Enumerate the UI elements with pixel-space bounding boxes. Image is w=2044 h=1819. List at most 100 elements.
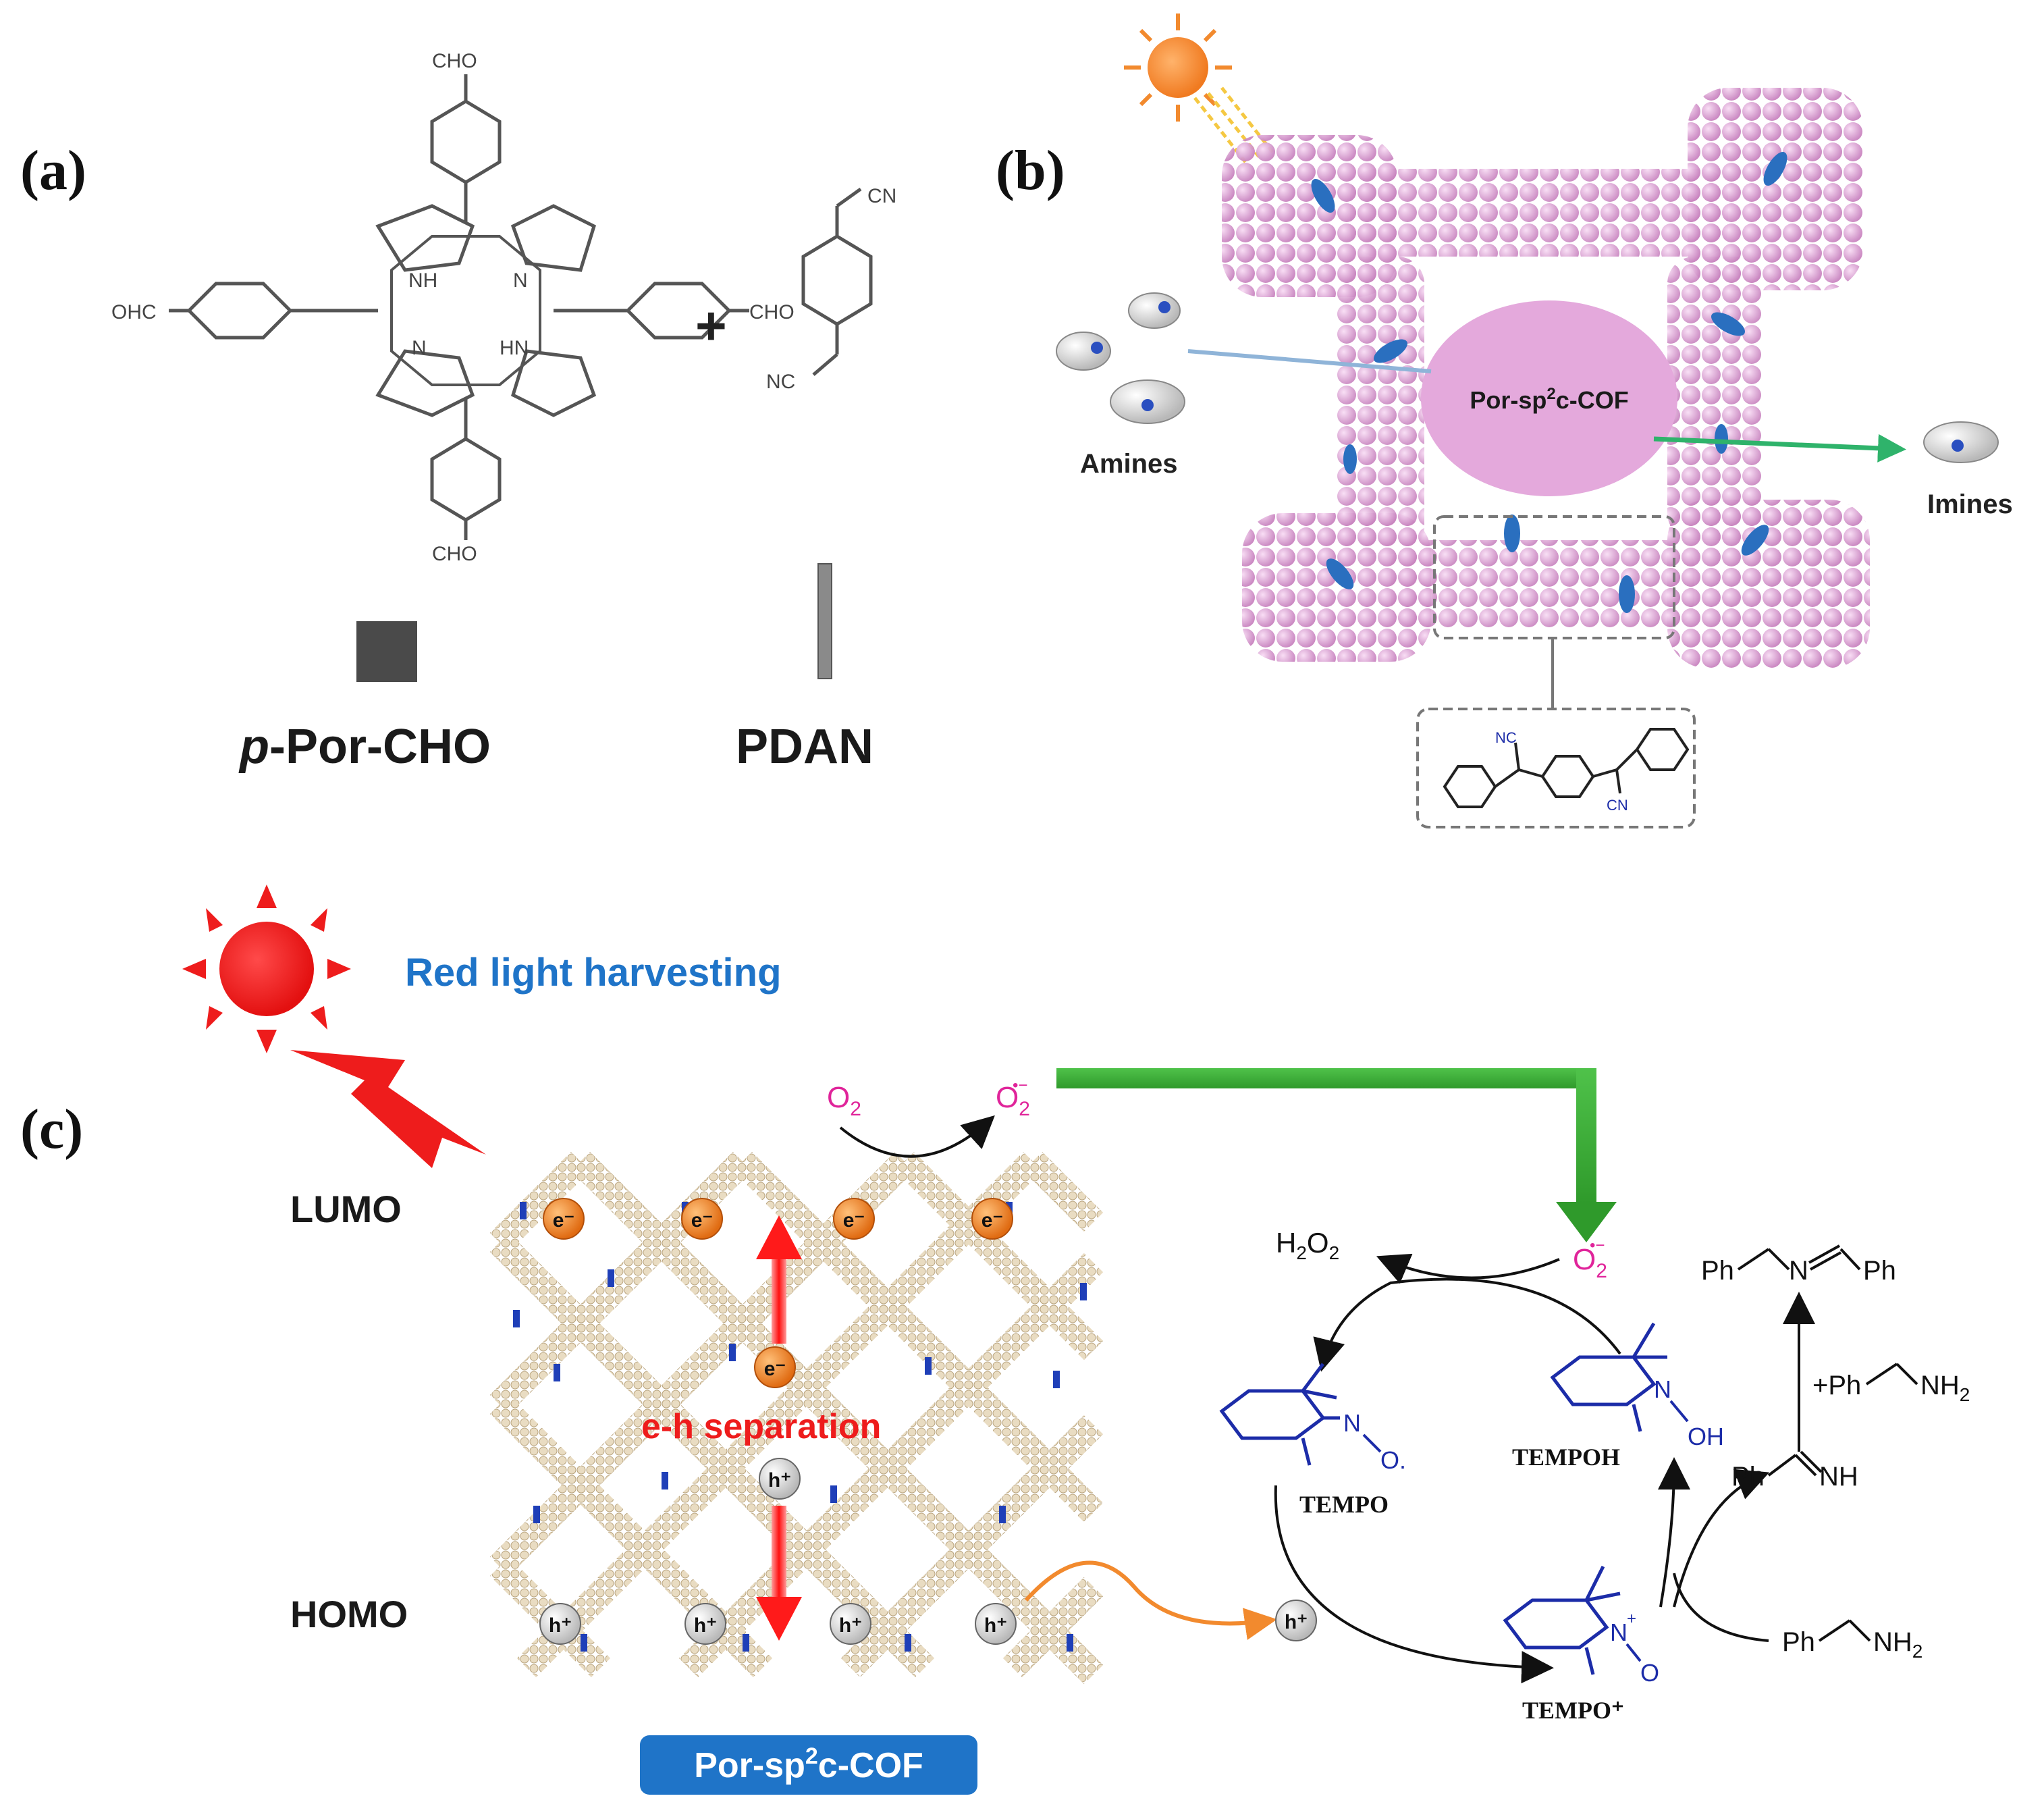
hn-bottom-label: HN xyxy=(500,337,529,359)
electron-row: e⁻ e⁻ e⁻ e⁻ e⁻ xyxy=(543,1198,1013,1388)
plus-sign: + xyxy=(695,296,727,356)
panel-b-label: (b) xyxy=(996,139,1065,202)
electron-icon: e⁻ xyxy=(754,1346,796,1388)
hole-transfer-arrow xyxy=(1024,1560,1277,1640)
svg-text:e⁻: e⁻ xyxy=(691,1209,714,1232)
svg-text:e⁻: e⁻ xyxy=(764,1358,786,1380)
tempo-plus-label: TEMPO⁺ xyxy=(1522,1697,1624,1724)
tempo-plus-charge: + xyxy=(1627,1610,1636,1628)
amine-input-arrow xyxy=(1673,1573,1769,1642)
separation-arrows xyxy=(756,1215,802,1641)
pdan-structure xyxy=(801,187,873,376)
electron-icon: e⁻ xyxy=(543,1198,585,1240)
intermediate-nh: NH xyxy=(1819,1462,1858,1492)
hole-icon: h⁺ xyxy=(830,1603,871,1645)
svg-text:h⁺: h⁺ xyxy=(549,1614,572,1637)
added-amine-bond-1 xyxy=(1865,1363,1898,1386)
tempoh-n-label: N xyxy=(1654,1375,1671,1403)
hole-icon: h⁺ xyxy=(975,1603,1017,1645)
imines-label: Imines xyxy=(1927,490,2013,519)
tempoh-oh-label: OH xyxy=(1688,1423,1724,1450)
benzylamine-bond-2 xyxy=(1848,1619,1871,1642)
svg-text:h⁺: h⁺ xyxy=(768,1469,791,1492)
tempo-plus-o-label: O xyxy=(1640,1659,1659,1687)
hole-icon: h⁺ xyxy=(539,1603,581,1645)
imine-product-ph-right: Ph xyxy=(1863,1256,1896,1286)
svg-text:e⁻: e⁻ xyxy=(553,1209,575,1232)
lumo-label: LUMO xyxy=(290,1188,402,1230)
tempo-plus-structure xyxy=(1503,1565,1621,1675)
amine-molecules xyxy=(1056,292,1185,424)
lightning-bolt-icon xyxy=(290,1050,486,1168)
svg-text:e⁻: e⁻ xyxy=(981,1209,1004,1232)
square-building-block-icon xyxy=(356,621,417,682)
linear-linker-icon xyxy=(817,563,832,679)
electron-icon: e⁻ xyxy=(833,1198,875,1240)
cof-badge-label: Por-sp2c-COF xyxy=(694,1743,923,1785)
svg-text:h⁺: h⁺ xyxy=(984,1614,1007,1637)
cycle-arc-top xyxy=(1313,1277,1621,1372)
imine-bond-3 xyxy=(1839,1248,1861,1271)
nh-top-label: NH xyxy=(408,269,437,292)
separation-label: e-h separation xyxy=(641,1407,881,1446)
superoxide-top-charge: •− xyxy=(1013,1076,1027,1095)
h2o2-label: H2O2 xyxy=(1276,1227,1339,1263)
imine-bond-1 xyxy=(1737,1248,1770,1271)
pore-cof-label: Por-sp2c-COF xyxy=(1470,385,1628,414)
pore-ellipse xyxy=(1421,300,1677,496)
h2o2-arrow xyxy=(1376,1253,1560,1284)
cycle-arc-bottom xyxy=(1274,1485,1554,1684)
superoxide-cycle-charge: •− xyxy=(1590,1236,1605,1255)
imine-exit-arrow xyxy=(1653,433,1906,463)
intermediate-double-a xyxy=(1794,1454,1817,1477)
imine-bond-2 xyxy=(1767,1248,1790,1271)
panel-a-label: (a) xyxy=(20,139,86,202)
inset-structure xyxy=(1443,728,1690,808)
cho-right-label: CHO xyxy=(749,301,795,323)
amine-entry-line xyxy=(1187,349,1432,373)
tempoh-structure xyxy=(1550,1322,1667,1432)
monomer2-name: PDAN xyxy=(736,720,873,774)
benzylamine-ph: Ph xyxy=(1782,1627,1815,1657)
added-amine-nh2: NH2 xyxy=(1920,1371,1970,1405)
imine-product-n: N xyxy=(1789,1256,1808,1286)
cof-lattice xyxy=(489,1151,1104,1685)
benzylamine-nh2: NH2 xyxy=(1873,1627,1922,1662)
svg-text:h⁺: h⁺ xyxy=(839,1614,862,1637)
tempo-plus-double-bond xyxy=(1625,1643,1642,1662)
intermediate-bond xyxy=(1767,1454,1797,1477)
inset-nc-label: NC xyxy=(1495,729,1517,746)
cn-top-label: CN xyxy=(867,185,896,207)
panel-b: (b) xyxy=(996,14,2013,828)
electron-icon: e⁻ xyxy=(971,1198,1013,1240)
svg-text:e⁻: e⁻ xyxy=(843,1209,865,1232)
red-sun-icon xyxy=(182,885,351,1053)
tempo-n-label: N xyxy=(1343,1409,1361,1437)
inset-box xyxy=(1416,708,1696,828)
hole-row: h⁺ h⁺ h⁺ h⁺ h⁺ xyxy=(539,1458,1017,1645)
intermediate-double-b xyxy=(1800,1450,1823,1473)
monomer1-name: p-Por-CHO xyxy=(238,720,491,774)
inset-cn-label: CN xyxy=(1607,797,1628,814)
tempo-plus-n-label: N xyxy=(1610,1618,1628,1646)
panel-a: (a) CHO xyxy=(20,50,896,774)
cho-top-label: CHO xyxy=(432,50,477,72)
porphyrin-structure xyxy=(169,74,749,540)
superoxide-top-label: O2 xyxy=(996,1081,1030,1120)
imine-formation-arrow xyxy=(1673,1469,1770,1608)
tempoh-no-bond xyxy=(1669,1400,1689,1423)
benzylamine-bond-1 xyxy=(1818,1619,1851,1642)
svg-text:h⁺: h⁺ xyxy=(1285,1611,1308,1633)
green-transfer-arrow xyxy=(1056,1068,1617,1242)
amines-label: Amines xyxy=(1080,449,1178,479)
imine-double-bond-a xyxy=(1808,1244,1840,1264)
svg-text:h⁺: h⁺ xyxy=(694,1614,717,1637)
tempoh-label: TEMPOH xyxy=(1512,1444,1620,1471)
cof-badge: Por-sp2c-COF xyxy=(640,1735,977,1795)
hole-icon: h⁺ xyxy=(759,1458,801,1500)
electron-icon: e⁻ xyxy=(681,1198,723,1240)
selection-box xyxy=(1433,515,1675,639)
tempo-no-bond xyxy=(1362,1433,1382,1453)
red-light-harvesting-label: Red light harvesting xyxy=(405,951,782,995)
